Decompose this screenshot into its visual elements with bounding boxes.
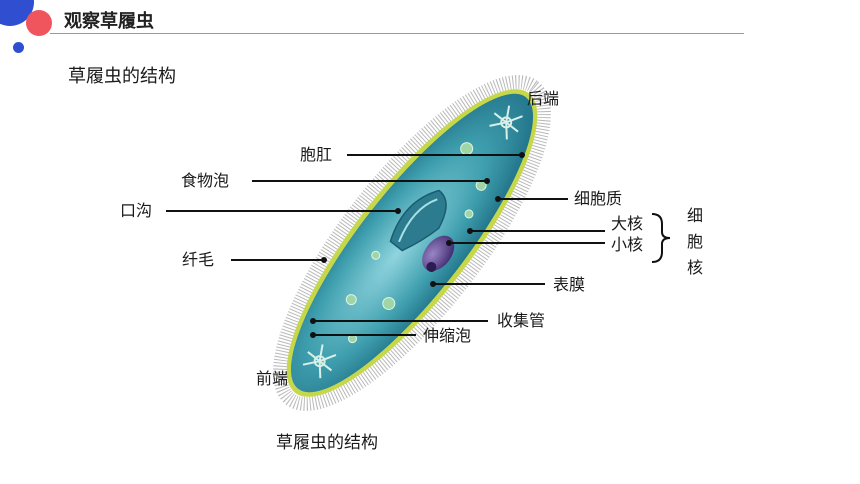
label-cytoplasm: 细胞质 — [574, 189, 623, 208]
figure-caption: 草履虫的结构 — [276, 433, 378, 453]
nucleus-char-1: 细 — [686, 206, 703, 225]
micronucleus-shape — [426, 261, 437, 272]
title-divider — [50, 33, 744, 34]
section-subtitle: 草履虫的结构 — [68, 66, 176, 87]
contractile-vacuole-rear — [489, 105, 523, 140]
nucleus-char-2: 胞 — [686, 232, 703, 251]
nucleus-char-3: 核 — [686, 258, 703, 277]
label-macronucleus: 大核 — [611, 214, 644, 233]
label-cilia: 纤毛 — [182, 250, 215, 269]
leader-dots — [310, 152, 525, 338]
leader-lines — [166, 154, 605, 336]
nucleus-bracket — [651, 213, 671, 263]
paramecium-body — [273, 75, 551, 411]
contractile-vacuole-front — [302, 344, 337, 379]
label-oral-groove: 口沟 — [120, 201, 153, 220]
decor-circle-blue-small — [13, 42, 24, 53]
oral-groove-shape — [389, 189, 447, 252]
decor-circle-red — [26, 10, 52, 36]
label-pellicle: 表膜 — [553, 275, 586, 294]
label-rear-end: 后端 — [527, 89, 560, 108]
label-anal-pore: 胞肛 — [300, 145, 333, 164]
label-collecting-canal: 收集管 — [497, 311, 546, 330]
page-title: 观察草履虫 — [64, 11, 154, 32]
label-contractile-vacuole: 伸缩泡 — [423, 326, 472, 345]
label-micronucleus: 小核 — [611, 235, 644, 254]
label-nucleus-vertical: 细 胞 核 — [686, 203, 704, 281]
cilia-fringe — [273, 75, 551, 411]
label-front-end: 前端 — [256, 369, 289, 388]
label-food-vacuole: 食物泡 — [181, 171, 230, 190]
